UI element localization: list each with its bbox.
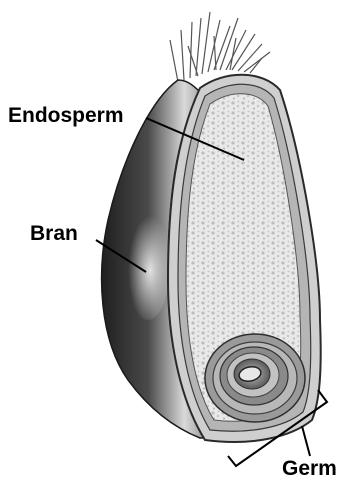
bran-label: Bran [30, 222, 78, 245]
bran-highlight [126, 210, 170, 320]
brush-hairs [170, 12, 270, 82]
germ-region [205, 334, 305, 422]
endosperm-label: Endosperm [8, 104, 124, 127]
germ-leader-line [302, 426, 310, 456]
germ-label: Germ [282, 457, 337, 480]
